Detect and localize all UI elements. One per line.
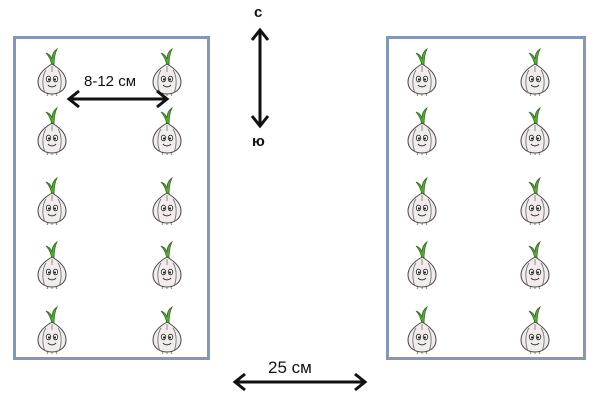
garlic-bulb-icon <box>33 173 71 225</box>
garlic-bulb-icon <box>516 302 554 354</box>
garlic-bulb-icon <box>33 103 71 155</box>
garlic-bulb-icon <box>516 237 554 289</box>
garlic-bulb-icon <box>403 302 441 354</box>
garlic-bulb-icon <box>403 103 441 155</box>
bed-gap-label: 25 см <box>268 358 312 377</box>
garlic-bulb-icon <box>33 302 71 354</box>
row-spacing-arrow-icon <box>66 89 170 109</box>
garlic-bulb-icon <box>403 44 441 96</box>
south-label: ю <box>252 133 265 150</box>
garlic-bulb-icon <box>516 103 554 155</box>
garlic-bulb-icon <box>516 44 554 96</box>
garlic-bulb-icon <box>148 302 186 354</box>
garlic-bulb-icon <box>33 44 71 96</box>
north-label: с <box>254 4 263 21</box>
bed-gap-arrow-icon <box>232 372 368 392</box>
north-south-arrow-icon <box>250 27 270 129</box>
row-spacing-label: 8-12 см <box>84 73 137 90</box>
garlic-bulb-icon <box>33 237 71 289</box>
garlic-bulb-icon <box>403 173 441 225</box>
garlic-bulb-icon <box>516 173 554 225</box>
garlic-bulb-icon <box>148 103 186 155</box>
garlic-bulb-icon <box>148 44 186 96</box>
garlic-bulb-icon <box>148 237 186 289</box>
garlic-bulb-icon <box>148 173 186 225</box>
garlic-bulb-icon <box>403 237 441 289</box>
